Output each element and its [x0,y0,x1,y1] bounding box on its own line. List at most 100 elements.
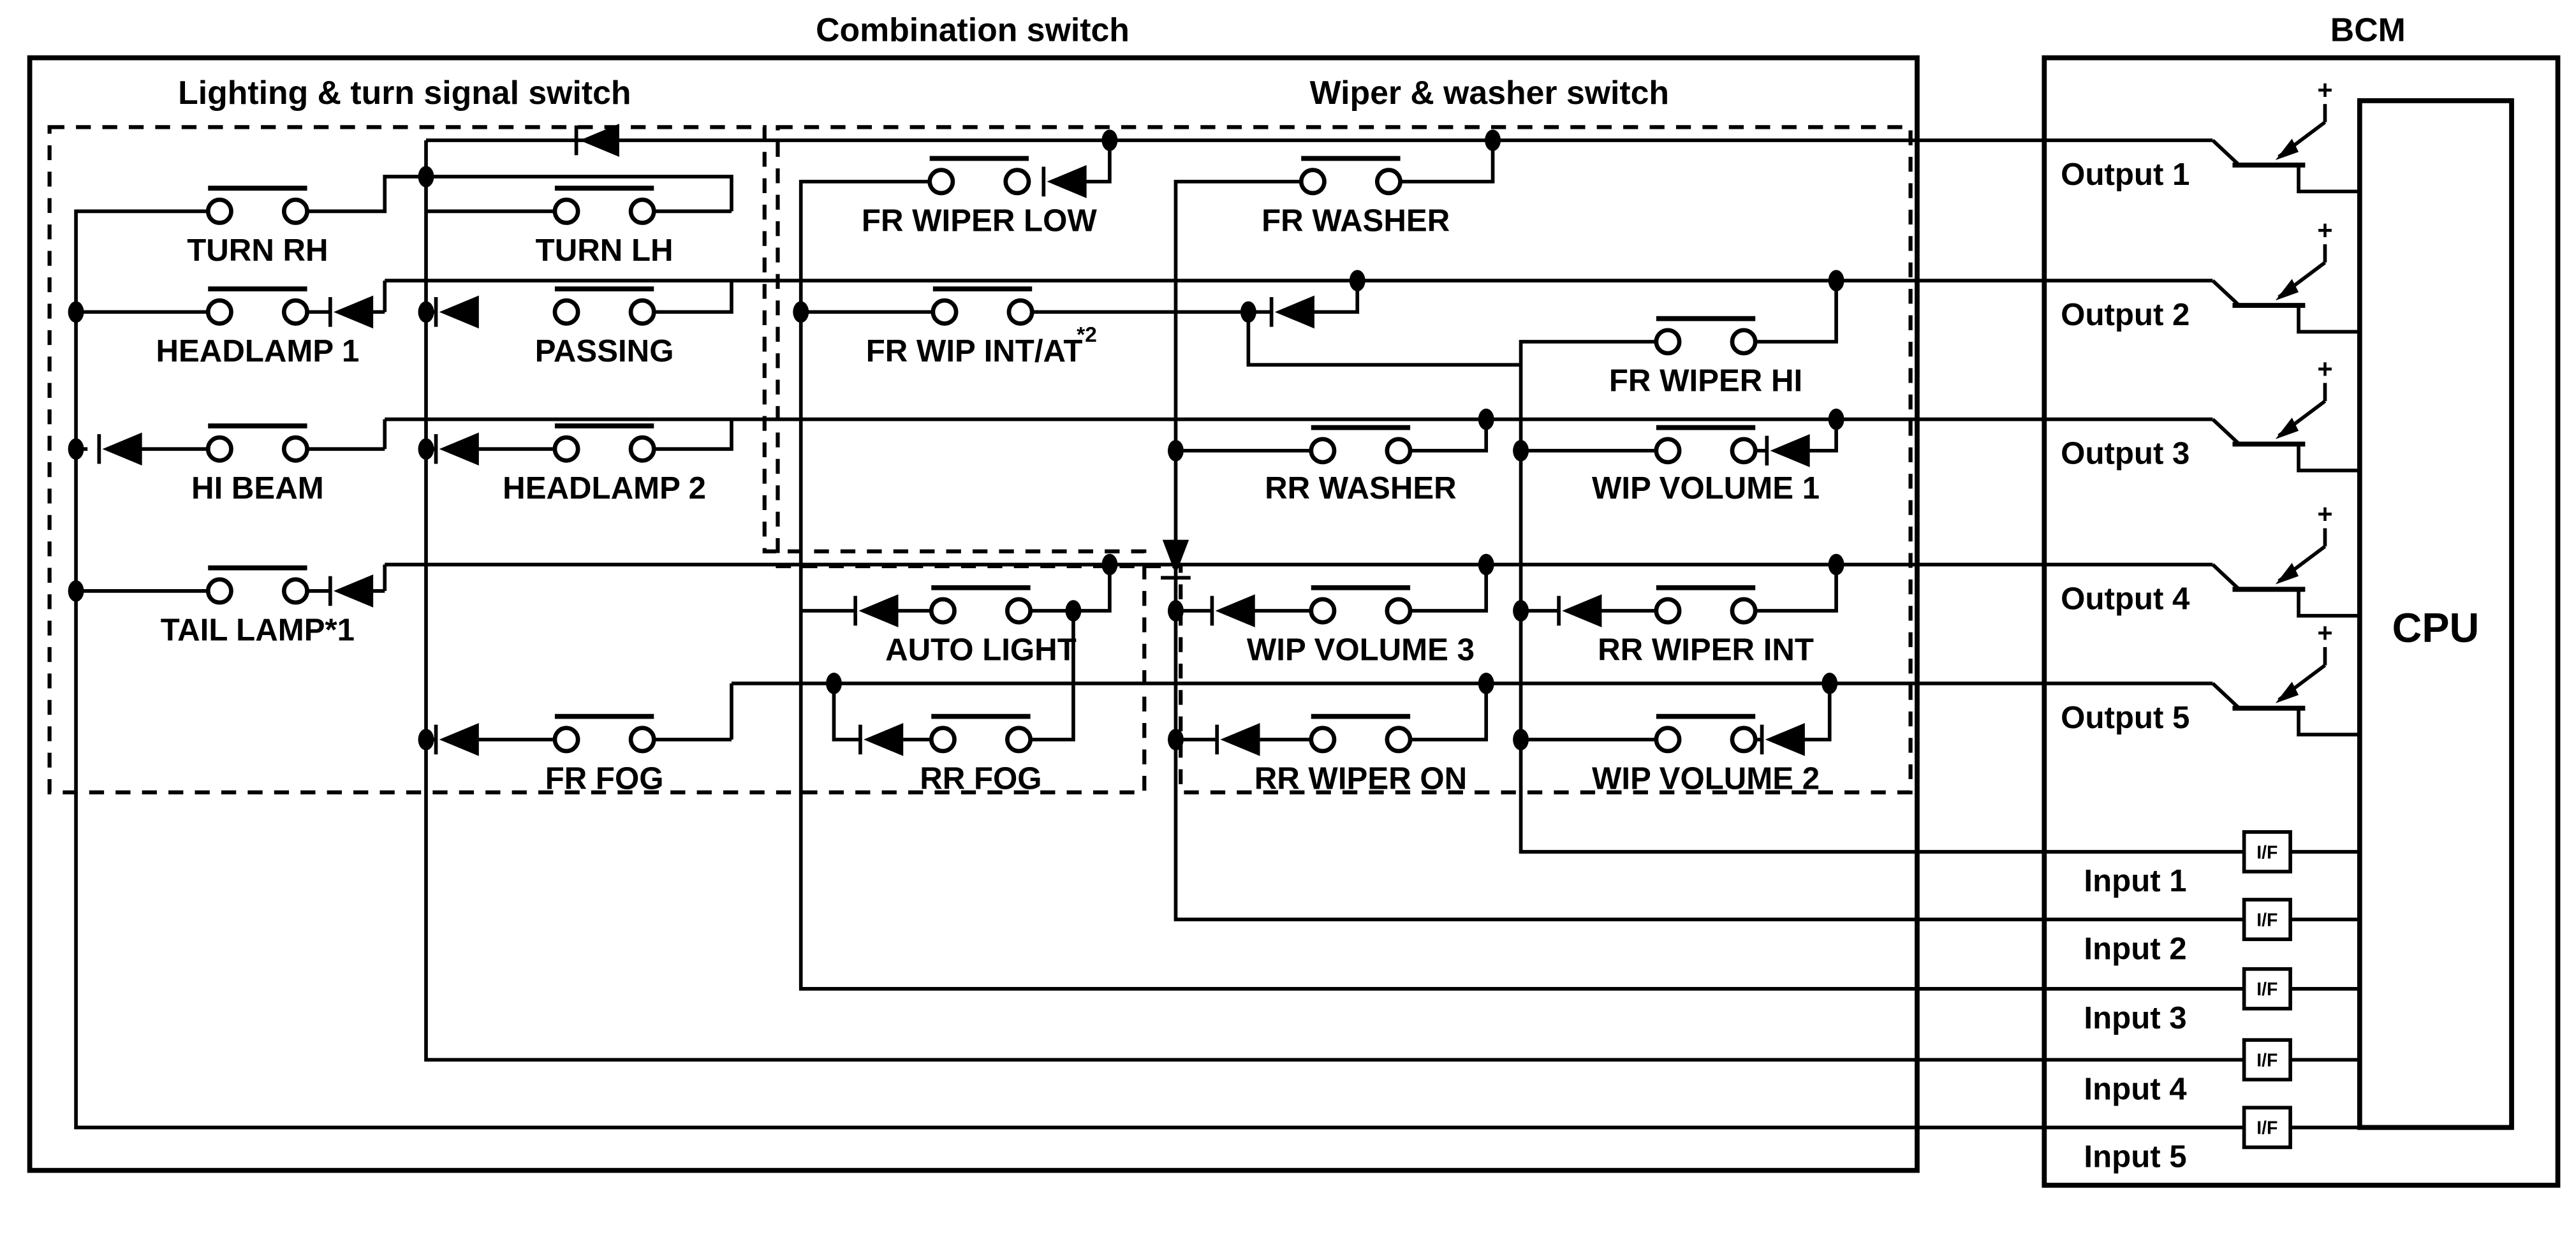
output3-rail-net [138,417,2213,453]
lighting-section-title: Lighting & turn signal switch [178,74,631,111]
input-1-label: Input 1 [2084,863,2186,898]
label-fr-wip-int-at: FR WIP INT/AT [866,333,1083,369]
output2-rail-net [307,279,2213,344]
label-wip-volume-1: WIP VOLUME 1 [1592,471,1820,506]
lighting-section-dashed-box [47,125,1147,794]
label-fr-washer: FR WASHER [1262,203,1450,238]
output4-rail-net [307,562,2213,742]
if-label-1: I/F [2256,842,2278,863]
diode-passing [434,295,479,329]
diode-rr-wiper-int [1557,594,1602,627]
input5-rail-a-net [74,209,2360,1130]
label-wip-volume-3: WIP VOLUME 3 [1247,632,1475,668]
switch-fr-fog [552,713,656,754]
diode-down-v2 [1161,539,1191,580]
diode-headlamp-2 [434,432,479,466]
cpu-label: CPU [2392,604,2480,651]
output-5-label: Output 5 [2061,700,2190,735]
diode-fr-wip-int-at [1269,295,1314,329]
output-transistor-5: + [2211,618,2360,736]
diode-rr-fog [858,723,904,756]
label-rr-washer: RR WASHER [1265,471,1457,506]
label-auto-light: AUTO LIGHT [885,632,1077,668]
diode-tail-lamp [328,574,374,608]
if-label-5: I/F [2256,1118,2278,1139]
junction-dots [68,129,1844,750]
wiper-section-title: Wiper & washer switch [1310,74,1669,111]
input-4-label: Input 4 [2084,1071,2187,1106]
output5-rail-net [475,682,2213,742]
diode-auto-light [853,594,899,627]
bcm-title: BCM [2330,11,2406,48]
input2-bus-v2-net [1174,179,2360,921]
label-headlamp-2: HEADLAMP 2 [503,471,706,506]
switch-wip-volume-3 [1309,585,1413,625]
input-2-label: Input 2 [2084,931,2186,966]
output-transistor-2: + [2211,216,2360,334]
switch-turn-rh [205,186,309,225]
switch-wip-volume-1 [1654,425,1758,465]
switch-tail-lamp [205,565,309,605]
label-passing: PASSING [535,333,674,369]
diode-hi-beam [97,432,142,466]
switch-wip-volume-2 [1654,713,1758,754]
switch-rr-wiper-int [1654,585,1758,625]
output-4-label: Output 4 [2061,581,2190,616]
diode-wip-volume-3 [1210,594,1255,627]
output-transistor-3: + [2211,354,2360,472]
if-label-4: I/F [2256,1051,2278,1071]
diode-fr-fog [434,723,479,756]
input-5-label: Input 5 [2084,1139,2186,1174]
plus-sign-5: + [2317,618,2332,648]
switch-fr-wip-int-at [931,286,1034,326]
plus-sign-2: + [2317,216,2332,245]
if-block-1: I/F [2242,830,2292,873]
label-fr-wip-int-at-sup: *2 [1077,323,1097,347]
label-rr-wiper-on: RR WIPER ON [1255,761,1467,796]
if-block-5: I/F [2242,1106,2292,1150]
diode-wip-volume-1 [1765,434,1810,467]
switch-headlamp-1 [205,286,309,326]
switch-rr-wiper-on [1309,713,1413,754]
if-block-2: I/F [2242,898,2292,942]
label-fr-fog: FR FOG [545,761,664,796]
bcm-box [2042,55,2561,1188]
label-fr-wiper-low: FR WIPER LOW [862,203,1097,238]
if-block-3: I/F [2242,967,2292,1011]
label-headlamp-1: HEADLAMP 1 [156,333,359,369]
input3-bus-v1-net [799,179,2360,991]
output-3-label: Output 3 [2061,436,2190,471]
if-block-4: I/F [2242,1038,2292,1082]
label-turn-lh: TURN LH [536,233,673,268]
plus-sign-3: + [2317,354,2332,384]
label-fr-wiper-hi: FR WIPER HI [1609,363,1802,398]
input-3-label: Input 3 [2084,1000,2186,1035]
combination-switch-title: Combination switch [816,11,1130,48]
combination-switch-box [27,55,1920,1173]
output-1-label: Output 1 [2061,157,2190,192]
plus-sign-4: + [2317,500,2332,529]
switch-headlamp-2 [552,423,656,463]
switch-rr-fog [929,713,1033,754]
label-turn-rh: TURN RH [187,233,328,268]
switch-fr-wiper-hi [1654,316,1758,356]
switch-fr-wiper-low [927,156,1031,196]
switch-fr-washer [1299,156,1402,196]
label-hi-beam: HI BEAM [191,471,324,506]
diode-rr-wiper-on [1215,723,1260,756]
output1-rail-net [307,138,2213,214]
plus-sign-1: + [2317,75,2332,105]
switch-hi-beam [205,423,309,463]
if-label-3: I/F [2256,979,2278,1000]
label-tail-lamp: TAIL LAMP*1 [161,613,355,648]
label-rr-wiper-int: RR WIPER INT [1598,632,1814,668]
input1-bus-v3-net [1246,312,2360,854]
output-transistor-1: + [2211,75,2360,194]
label-rr-fog: RR FOG [920,761,1041,796]
output-transistor-4: + [2211,500,2360,618]
switch-rr-washer [1309,425,1413,465]
diode-top-rail [574,124,619,157]
output-2-label: Output 2 [2061,297,2190,332]
